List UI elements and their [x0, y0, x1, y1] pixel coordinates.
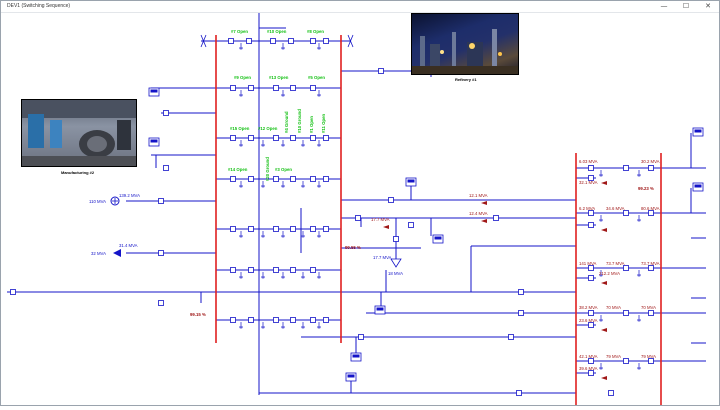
- switch-label-3: #3 Open: [275, 167, 292, 172]
- middle-label-4: 17.7 MVA: [373, 255, 392, 260]
- manufacturing-image-art: [22, 100, 136, 166]
- one-line-diagram[interactable]: Refinery #1 Manufacturing #2 #7 Open #10…: [1, 13, 719, 405]
- right-flow-4b: 70 MVA: [606, 305, 621, 310]
- red-buses: [215, 35, 662, 405]
- switch-label-7: #7 Open: [231, 29, 248, 34]
- minimize-button[interactable]: —: [660, 2, 668, 10]
- ground-label-4: #4 Ground: [284, 111, 289, 133]
- switch-label-13: #13 Open: [269, 75, 289, 80]
- switch-label-9: #9 Open: [234, 75, 251, 80]
- switch-label-10: #10 Open: [267, 29, 287, 34]
- refinery-image-art: [412, 29, 518, 74]
- source-rating: 110 MVA: [89, 199, 106, 204]
- label-layer: #7 Open #10 Open #8 Open #9 Open #13 Ope…: [89, 29, 660, 371]
- right-extra-2: 23.6 MVA: [579, 318, 598, 323]
- right-flow-1a: 6.03 MVA: [579, 159, 598, 164]
- transformer-symbol[interactable]: [390, 258, 402, 268]
- right-flow-4c: 70 MVA: [641, 305, 656, 310]
- diagram-svg: [7, 13, 706, 405]
- middle-label-5: 18 MVA: [388, 271, 403, 276]
- mva-in-label: 139.2 MVA: [119, 193, 140, 198]
- load-arrow[interactable]: [113, 249, 121, 257]
- right-flow-1c: 30.2 MVA: [641, 159, 660, 164]
- right-feeders: [576, 133, 706, 374]
- antenna-symbol: [200, 34, 354, 48]
- load-rating: 32 MVA: [91, 251, 106, 256]
- refinery-caption: Refinery #1: [455, 77, 477, 82]
- manufacturing-photo: [21, 99, 137, 167]
- right-flow-3b: 73.7 MVA: [606, 261, 625, 266]
- switch-label-8: #8 Open: [307, 29, 324, 34]
- flow-arrows: [383, 181, 607, 380]
- refinery-photo: [411, 13, 519, 75]
- mva-out-label: 31.4 MVA: [119, 243, 138, 248]
- bus-right-percent: 99.23 %: [638, 186, 654, 191]
- ground-label-10: #10 Ground: [297, 109, 302, 133]
- middle-label-1: 12.1 MVA: [469, 193, 488, 198]
- right-flow-3c: 73.7 MVA: [641, 261, 660, 266]
- switch-label-15: #15 Open: [230, 126, 250, 131]
- switch-label-1: #1 Open: [309, 116, 314, 133]
- title-bar: DEV1 (Switching Sequence) — ☐ ✕: [1, 1, 719, 13]
- ground-label-20: #20 Ground: [265, 157, 270, 181]
- backbone-lines: [7, 13, 576, 395]
- right-flow-5c: 79 MVA: [641, 354, 656, 359]
- switch-label-5: #5 Open: [308, 75, 325, 80]
- manufacturing-caption: Manufacturing #2: [61, 170, 95, 175]
- right-flow-2b: 34.6 MVA: [606, 206, 625, 211]
- middle-label-3: 17.7 MVA: [371, 217, 390, 222]
- right-flow-2c: 80.6 MVA: [641, 206, 660, 211]
- right-extra-1: 212.2 MVA: [599, 271, 620, 276]
- close-button[interactable]: ✕: [705, 2, 711, 10]
- bus-a-percent: 99.55 %: [345, 245, 361, 250]
- right-flow-1b: 32.1 MVA: [579, 180, 598, 185]
- switch-label-12: #12 Open: [258, 126, 278, 131]
- right-flow-3a: 141 MVA: [579, 261, 596, 266]
- right-flow-5b: 79 MVA: [606, 354, 621, 359]
- window-title: DEV1 (Switching Sequence): [7, 3, 71, 9]
- right-flow-4a: 38.2 MVA: [579, 305, 598, 310]
- middle-label-2: 12.4 MVA: [469, 211, 488, 216]
- right-extra-3: 39.6 MVA: [579, 366, 598, 371]
- maximize-button[interactable]: ☐: [682, 2, 690, 10]
- switch-label-11: #11 Open: [321, 114, 326, 133]
- switch-label-14: #14 Open: [228, 167, 248, 172]
- right-flow-2a: 6.2 MVA: [579, 206, 595, 211]
- right-flow-5a: 42.1 MVA: [579, 354, 598, 359]
- source-symbol[interactable]: [110, 196, 120, 206]
- bus-b-percent: 99.15 %: [190, 312, 206, 317]
